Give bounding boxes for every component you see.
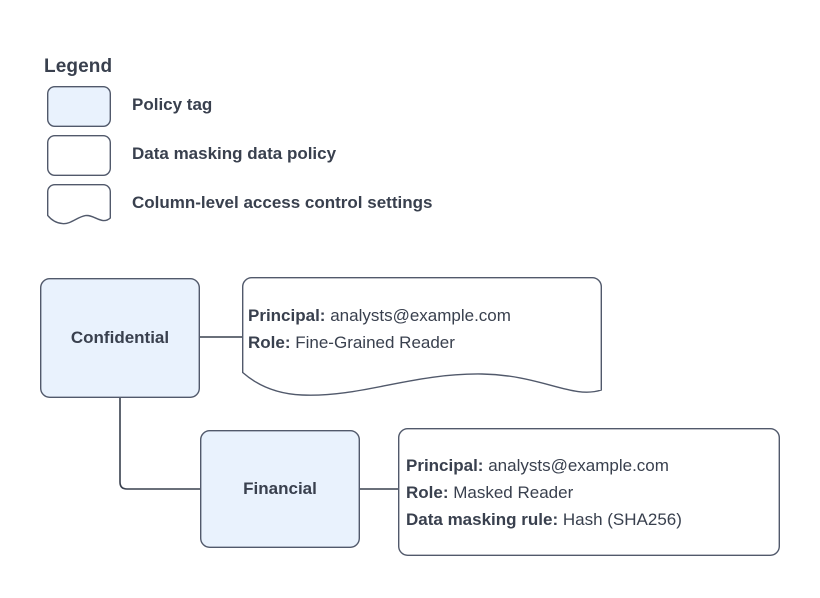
legend-item-data-masking: Data masking data policy bbox=[44, 135, 604, 184]
callout-financial-lines: Principal: analysts@example.com Role: Ma… bbox=[406, 452, 682, 533]
data-masking-swatch bbox=[47, 135, 111, 176]
legend-item-policy-tag: Policy tag bbox=[44, 86, 604, 135]
callout-line-key: Role: bbox=[248, 333, 291, 352]
column-access-swatch bbox=[47, 184, 111, 225]
callout-line-value: analysts@example.com bbox=[488, 456, 669, 475]
legend-label-policy-tag: Policy tag bbox=[132, 95, 213, 114]
callout-line: Data masking rule: Hash (SHA256) bbox=[406, 506, 682, 533]
legend: Legend Policy tag Data masking data poli… bbox=[44, 56, 604, 233]
callout-financial-masking-policy[interactable]: Principal: analysts@example.com Role: Ma… bbox=[398, 428, 780, 556]
callout-line-value: Hash (SHA256) bbox=[562, 510, 682, 529]
connector-confidential-to-financial bbox=[119, 398, 200, 490]
callout-line-key: Principal: bbox=[406, 456, 484, 475]
callout-line-key: Role: bbox=[406, 483, 449, 502]
callout-line-key: Principal: bbox=[248, 306, 326, 325]
policy-tag-swatch bbox=[47, 86, 111, 127]
callout-line-value: Fine-Grained Reader bbox=[295, 333, 455, 352]
callout-line-value: analysts@example.com bbox=[330, 306, 511, 325]
callout-confidential-access-settings[interactable]: Principal: analysts@example.com Role: Fi… bbox=[242, 277, 602, 399]
legend-label-column-access: Column-level access control settings bbox=[132, 193, 433, 212]
callout-line: Role: Masked Reader bbox=[406, 479, 682, 506]
node-financial[interactable]: Financial bbox=[200, 430, 360, 548]
callout-line: Principal: analysts@example.com bbox=[248, 302, 511, 329]
legend-item-column-access: Column-level access control settings bbox=[44, 184, 604, 233]
callout-line: Principal: analysts@example.com bbox=[406, 452, 682, 479]
legend-title: Legend bbox=[44, 56, 113, 77]
callout-line: Role: Fine-Grained Reader bbox=[248, 329, 511, 356]
legend-label-data-masking: Data masking data policy bbox=[132, 144, 337, 163]
node-confidential[interactable]: Confidential bbox=[40, 278, 200, 398]
callout-confidential-lines: Principal: analysts@example.com Role: Fi… bbox=[248, 302, 511, 356]
callout-line-key: Data masking rule: bbox=[406, 510, 559, 529]
callout-line-value: Masked Reader bbox=[453, 483, 574, 502]
